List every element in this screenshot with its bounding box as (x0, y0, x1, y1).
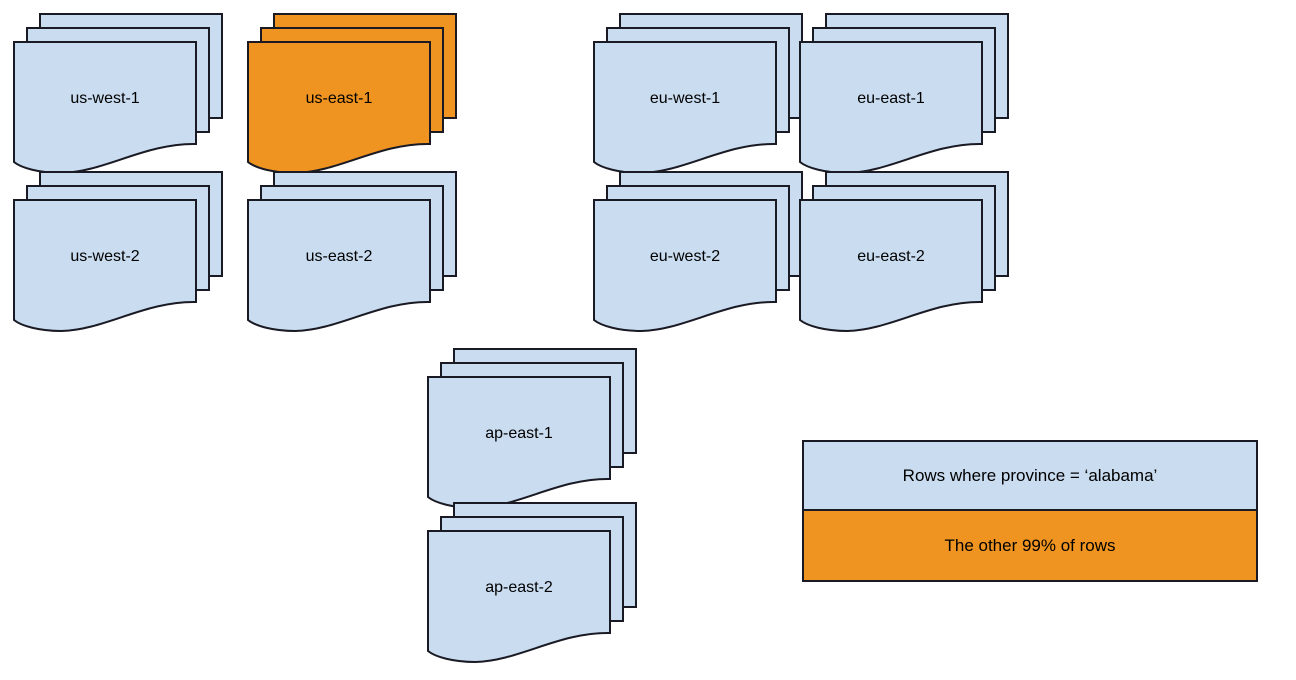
document-stack-eu-east-2[interactable]: eu-east-2 (799, 171, 1009, 338)
stack-sheet-front (247, 41, 431, 175)
stack-sheet-front (13, 199, 197, 333)
legend-row-alabama: Rows where province = ‘alabama’ (804, 442, 1256, 511)
legend-label-alabama: Rows where province = ‘alabama’ (902, 465, 1158, 485)
document-stack-us-west-1[interactable]: us-west-1 (13, 13, 223, 180)
document-stack-eu-east-1[interactable]: eu-east-1 (799, 13, 1009, 180)
stack-sheet-front (799, 199, 983, 333)
document-stack-eu-west-1[interactable]: eu-west-1 (593, 13, 803, 180)
document-stack-us-east-1[interactable]: us-east-1 (247, 13, 457, 180)
stack-sheet-front (593, 199, 777, 333)
document-stack-ap-east-1[interactable]: ap-east-1 (427, 348, 637, 515)
document-stack-us-east-2[interactable]: us-east-2 (247, 171, 457, 338)
stack-sheet-front (427, 376, 611, 510)
stack-sheet-front (13, 41, 197, 175)
legend-row-other: The other 99% of rows (804, 511, 1256, 580)
document-stack-ap-east-2[interactable]: ap-east-2 (427, 502, 637, 669)
document-stack-eu-west-2[interactable]: eu-west-2 (593, 171, 803, 338)
legend-label-other: The other 99% of rows (944, 535, 1116, 555)
stack-sheet-front (247, 199, 431, 333)
stack-sheet-front (593, 41, 777, 175)
stack-sheet-front (427, 530, 611, 664)
document-stack-us-west-2[interactable]: us-west-2 (13, 171, 223, 338)
stack-sheet-front (799, 41, 983, 175)
legend: Rows where province = ‘alabama’ The othe… (802, 440, 1258, 582)
